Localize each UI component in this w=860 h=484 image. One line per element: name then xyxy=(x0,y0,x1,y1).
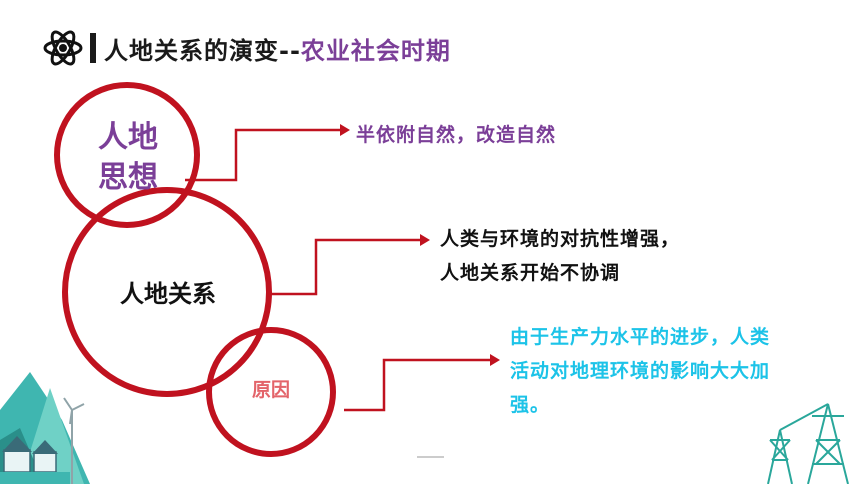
thought-description: 半依附自然，改造自然 xyxy=(356,124,557,146)
relation-description-line2: 人地关系开始不协调 xyxy=(440,262,621,284)
connector-reason xyxy=(344,358,490,412)
circle-thought xyxy=(54,82,200,228)
relation-description-line1: 人类与环境的对抗性增强， xyxy=(440,228,681,250)
circle-label-relation: 人地关系 xyxy=(120,280,216,308)
circle-relation xyxy=(62,187,272,397)
page-title: 人地关系的演变-- xyxy=(104,36,301,65)
title-bar xyxy=(90,33,96,63)
landscape-houses-icon xyxy=(0,372,90,484)
reason-description-line2: 活动对地理环境的影响大大加 xyxy=(510,360,771,382)
connector-lines xyxy=(185,128,490,412)
atom-icon xyxy=(43,30,83,66)
reason-description-line3: 强。 xyxy=(510,394,551,416)
connector-thought xyxy=(185,128,340,182)
circle-reason xyxy=(206,327,336,457)
connector-arrows xyxy=(340,124,500,366)
title-row: 人地关系的演变-- 农业社会时期 xyxy=(42,28,451,68)
page-subtitle: 农业社会时期 xyxy=(300,36,451,65)
power-tower-icon xyxy=(767,403,849,484)
circle-label-thought-line2: 思想 xyxy=(98,160,158,195)
circle-label-thought: 人地 思想 xyxy=(88,118,168,198)
connector-relation xyxy=(268,238,420,296)
relation-description: 人类与环境的对抗性增强， 人地关系开始不协调 xyxy=(440,222,680,290)
reason-description-line1: 由于生产力水平的进步，人类 xyxy=(510,326,771,348)
reason-description: 由于生产力水平的进步，人类 活动对地理环境的影响大大加 强。 xyxy=(510,320,850,422)
circle-label-reason: 原因 xyxy=(251,379,290,401)
circle-label-thought-line1: 人地 xyxy=(98,120,158,155)
